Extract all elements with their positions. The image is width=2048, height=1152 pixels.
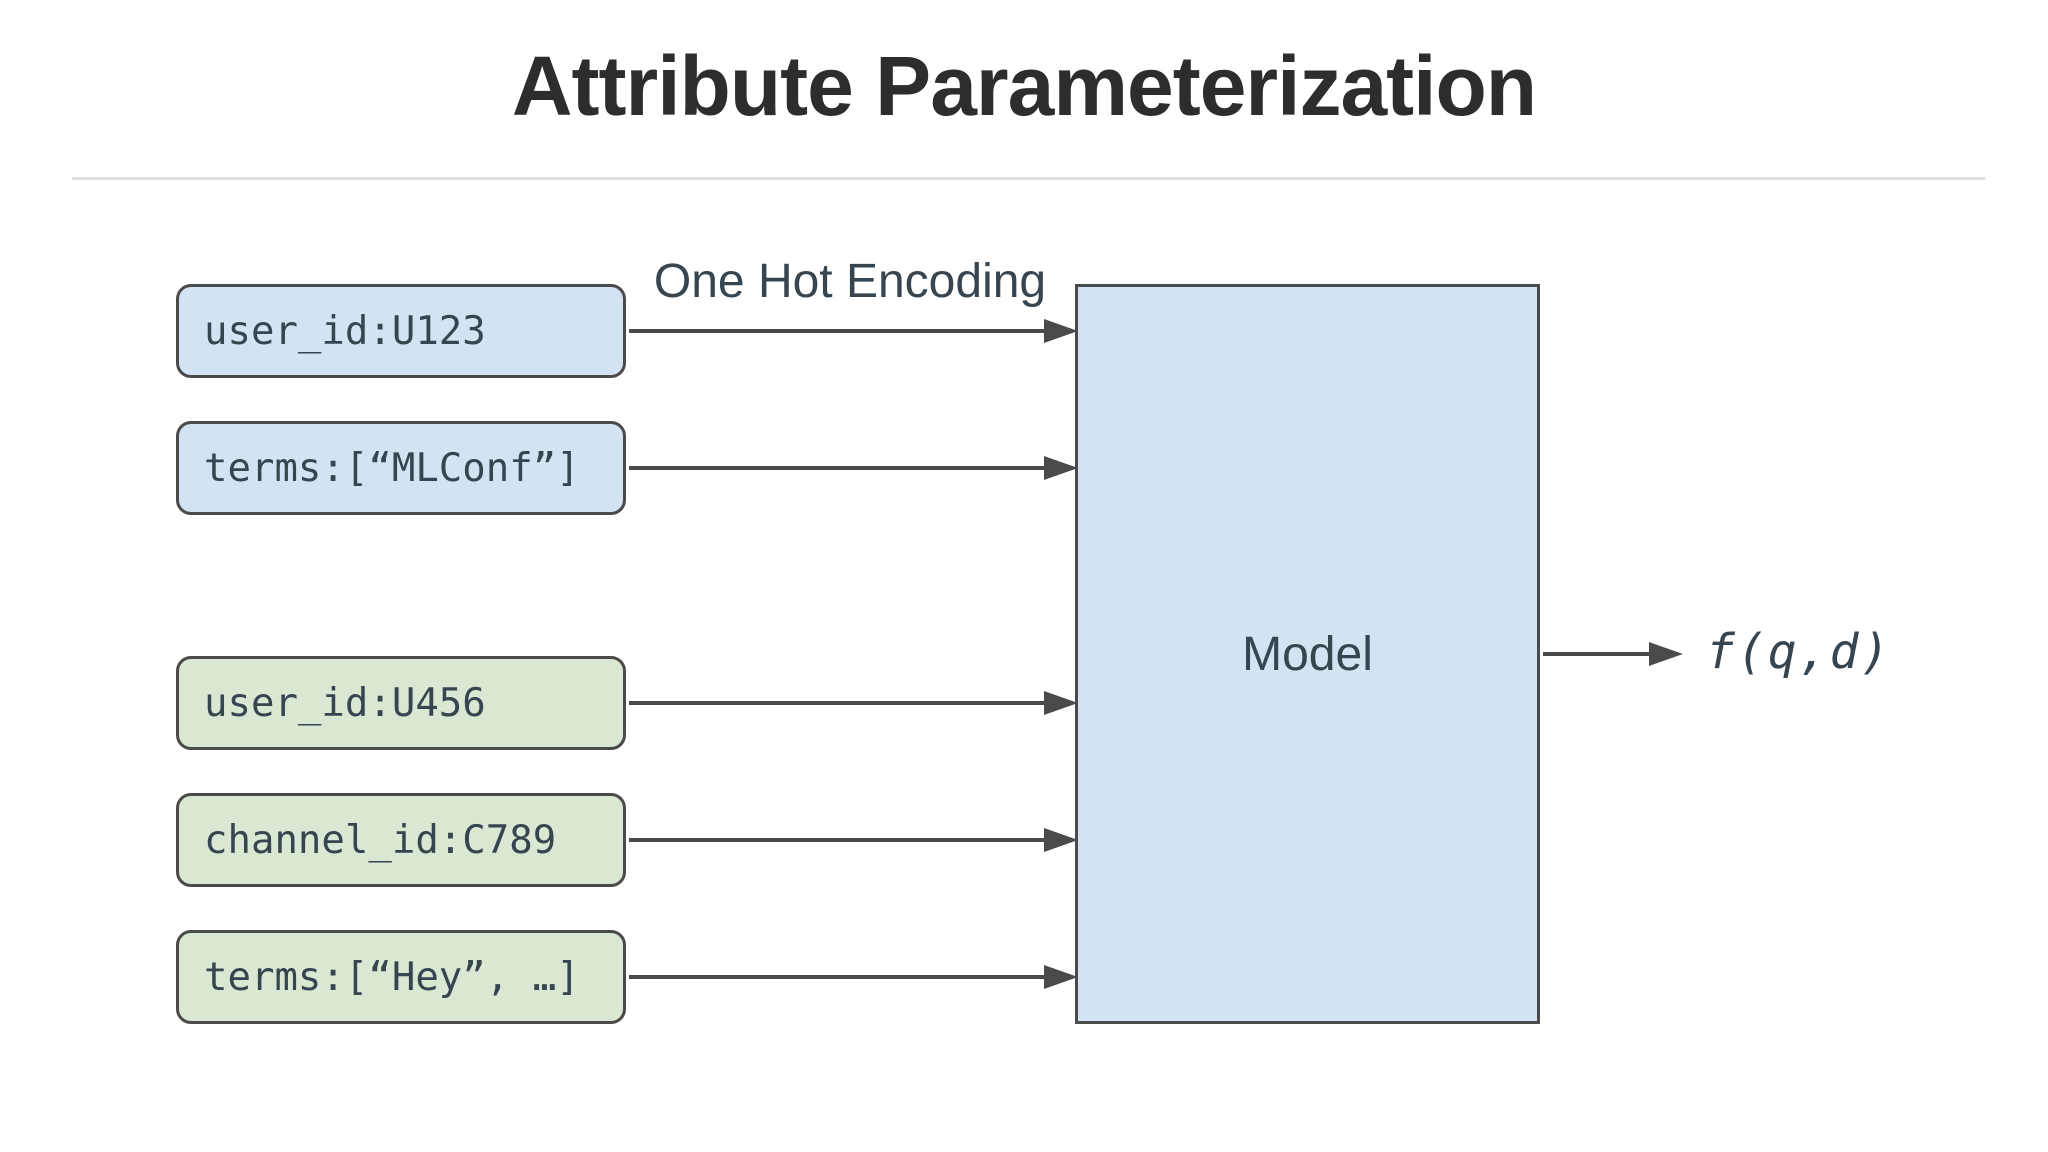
arrow-input-3 <box>629 691 1078 715</box>
model-label: Model <box>1242 627 1373 681</box>
one-hot-encoding-label: One Hot Encoding <box>653 255 1047 308</box>
attribute-box-terms-mlconf: terms:[“MLConf”] <box>176 421 626 515</box>
attribute-label: terms:[“Hey”, …] <box>204 954 580 1000</box>
attribute-box-channel-id-c789: channel_id:C789 <box>176 793 626 887</box>
page-title: Attribute Parameterization <box>511 39 1537 133</box>
model-box: Model <box>1075 284 1540 1024</box>
arrow-input-1 <box>629 319 1078 343</box>
attribute-box-terms-hey: terms:[“Hey”, …] <box>176 930 626 1024</box>
title-divider <box>72 177 1985 180</box>
attribute-box-user-id-u456: user_id:U456 <box>176 656 626 750</box>
attribute-label: terms:[“MLConf”] <box>204 445 580 491</box>
attribute-label: user_id:U123 <box>204 308 486 354</box>
attribute-label: user_id:U456 <box>204 680 486 726</box>
arrow-input-4 <box>629 828 1078 852</box>
attribute-label: channel_id:C789 <box>204 817 557 863</box>
attribute-box-user-id-u123: user_id:U123 <box>176 284 626 378</box>
arrow-input-2 <box>629 456 1078 480</box>
arrow-model-output <box>1543 642 1683 666</box>
arrow-input-5 <box>629 965 1078 989</box>
output-score-label: f(q,d) <box>1706 623 1892 680</box>
